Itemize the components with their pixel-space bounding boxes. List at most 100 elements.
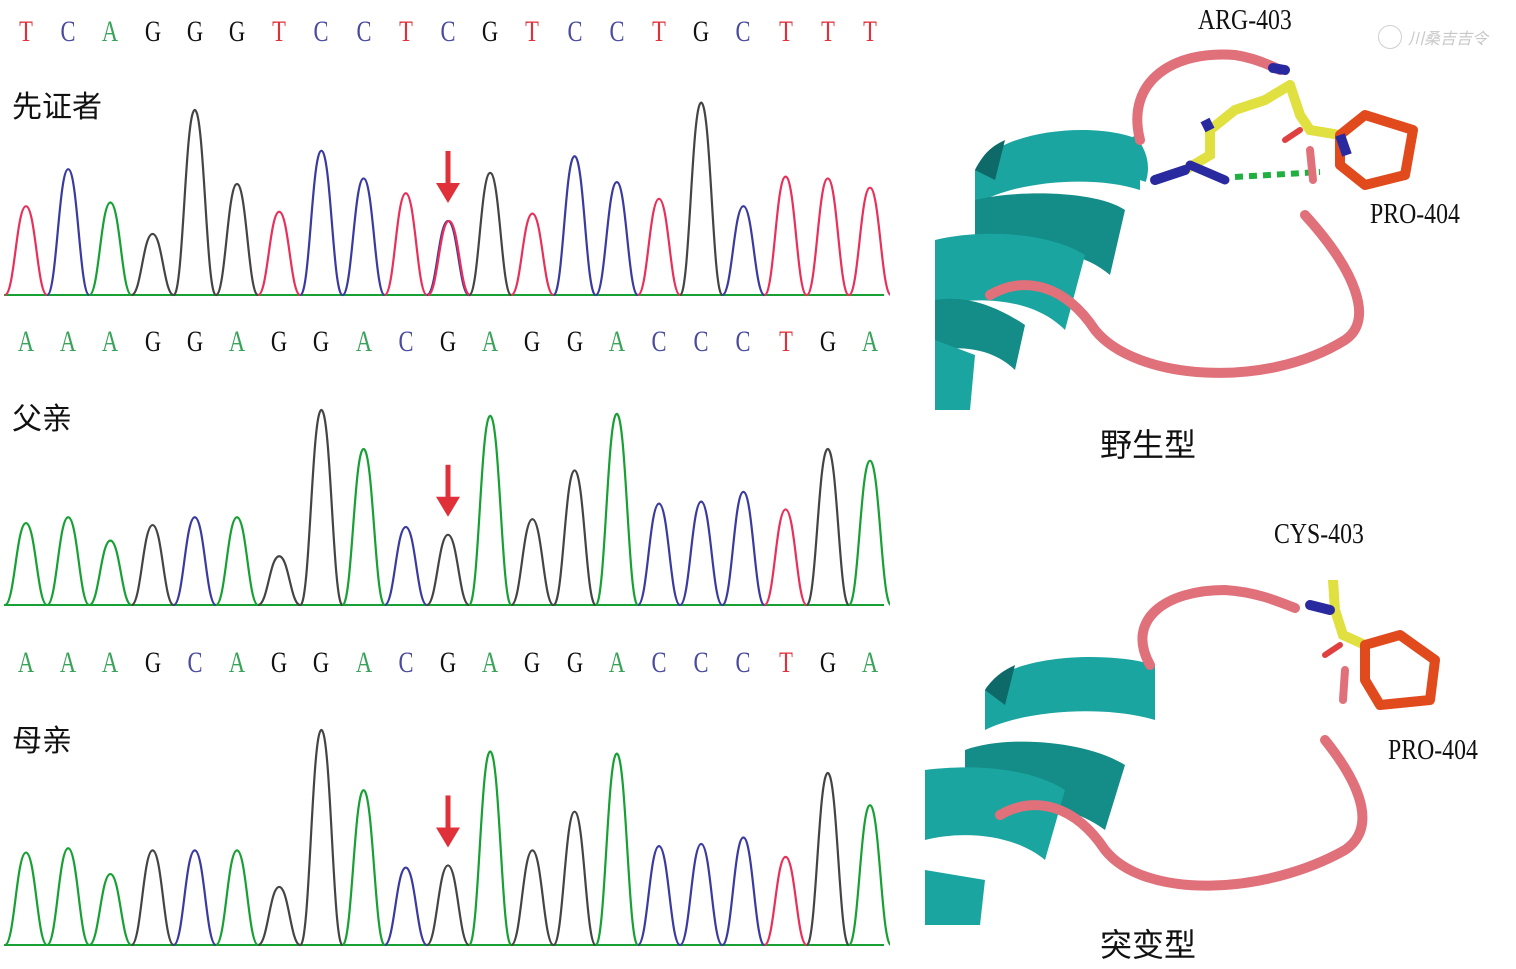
watermark-text: 川桑吉吉令 — [1408, 29, 1489, 48]
peak — [426, 533, 470, 607]
peak — [88, 539, 132, 607]
peak — [3, 205, 49, 297]
base-call: G — [144, 646, 161, 679]
peak — [257, 555, 301, 607]
peak — [383, 192, 428, 297]
base-call: A — [861, 646, 879, 679]
overlap-peak — [426, 219, 472, 297]
base-call: A — [608, 325, 625, 358]
base-call: C — [735, 325, 751, 358]
base-call: G — [566, 325, 583, 358]
base-call: G — [186, 15, 203, 48]
helix-ribbon — [925, 657, 1155, 925]
residue-label-cys403: CYS-403 — [1274, 518, 1364, 550]
peak — [510, 849, 555, 947]
peak — [679, 842, 724, 947]
chromatogram-mother — [3, 728, 890, 947]
base-call: G — [144, 15, 161, 48]
base-call: G — [228, 15, 246, 48]
base-call: C — [735, 15, 751, 48]
arg-sidechain — [1150, 63, 1345, 185]
peak — [214, 182, 260, 297]
sample-label-mother: 母亲 — [12, 724, 72, 759]
peak — [805, 447, 850, 607]
base-call: A — [482, 325, 499, 358]
pro-ring — [1335, 110, 1418, 190]
base-call: T — [820, 15, 835, 48]
base-call: C — [693, 646, 709, 679]
chromatogram-proband — [3, 101, 890, 297]
peak — [341, 177, 386, 297]
base-call: G — [271, 646, 288, 679]
base-call: A — [228, 646, 246, 679]
base-call: C — [651, 646, 667, 679]
base-call: T — [525, 15, 540, 48]
base-call: G — [439, 646, 457, 679]
base-call: G — [271, 325, 288, 358]
neighbor-label-pro404-wt: PRO-404 — [1370, 198, 1460, 230]
base-call: C — [735, 646, 751, 679]
base-call: T — [778, 325, 793, 358]
peak — [46, 847, 91, 947]
peak — [721, 836, 766, 947]
peak — [763, 175, 808, 297]
peak — [847, 186, 890, 297]
base-call: T — [652, 15, 666, 48]
base-call: G — [524, 646, 541, 679]
base-call: G — [482, 15, 499, 48]
peak — [763, 508, 808, 607]
peak — [214, 849, 260, 947]
peak — [257, 885, 301, 947]
base-call: T — [398, 15, 413, 48]
mutation-arrow-icon — [436, 464, 460, 517]
base-call: C — [187, 646, 203, 679]
base-call: C — [356, 15, 372, 48]
base-call: G — [566, 646, 583, 679]
base-call: G — [819, 646, 836, 679]
base-call: C — [398, 325, 414, 358]
chromatogram-father — [3, 408, 890, 607]
base-call: C — [567, 15, 583, 48]
mutation-arrow-icon — [436, 151, 460, 203]
peak — [341, 789, 386, 947]
base-call: A — [17, 646, 35, 679]
base-call: A — [60, 325, 77, 358]
type-label-wild: 野生型 — [1100, 426, 1197, 464]
base-call: G — [819, 325, 836, 358]
peak — [3, 851, 49, 947]
peak — [468, 171, 513, 297]
loop-coil-lower — [985, 210, 1365, 378]
base-call: T — [778, 15, 793, 48]
peak — [214, 516, 260, 607]
peak — [46, 168, 91, 297]
base-call: A — [861, 325, 879, 358]
base-call: A — [355, 646, 372, 679]
peak — [130, 849, 175, 947]
peak — [594, 181, 639, 297]
base-call: C — [398, 646, 414, 679]
peak — [299, 728, 344, 947]
base-call: G — [439, 325, 457, 358]
base-call: A — [608, 646, 625, 679]
peak — [172, 108, 217, 297]
mutation-arrow-icon — [436, 795, 460, 848]
peak — [721, 490, 766, 607]
base-call: T — [778, 646, 793, 679]
peak — [636, 197, 682, 297]
peak — [679, 500, 724, 607]
cys-sidechain — [1305, 580, 1370, 658]
peak — [425, 864, 471, 947]
peak — [3, 521, 49, 607]
peak — [468, 414, 513, 607]
base-call: C — [651, 325, 667, 358]
base-call: G — [693, 15, 710, 48]
peak — [130, 232, 175, 297]
seal-icon — [1378, 25, 1402, 49]
peak — [510, 212, 555, 297]
peak — [88, 201, 133, 297]
peak — [299, 408, 344, 607]
peak — [257, 210, 302, 297]
base-call: G — [524, 325, 541, 358]
